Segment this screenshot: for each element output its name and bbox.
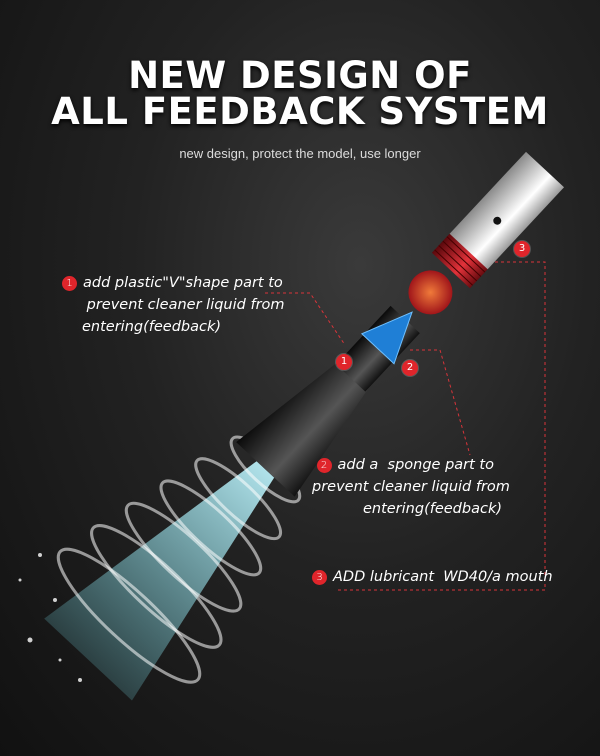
callout-1: 1 add plastic"V"shape part to prevent cle… (62, 272, 285, 338)
droplets (18, 553, 82, 682)
spray-jet (44, 461, 275, 701)
marker-1: 1 (336, 354, 352, 370)
device (44, 151, 565, 701)
leader-line-3 (335, 261, 546, 591)
silver-cylinder (449, 151, 565, 270)
leader-line-2 (410, 349, 471, 456)
callout-1-line-2: prevent cleaner liquid from (82, 297, 285, 313)
headline-line-1: NEW DESIGN OF (128, 54, 472, 97)
callout-2-number: 2 (316, 458, 332, 473)
callout-1-line-1: add plastic"V"shape part to (83, 275, 283, 291)
subtitle: new design, protect the model, use longe… (179, 146, 421, 161)
callout-3-number: 3 (312, 570, 327, 585)
callout-3: 3 ADD lubricant WD40/a mouth (312, 566, 553, 588)
funnel-nozzle (236, 360, 369, 497)
callout-2-line-1: add a sponge part to (337, 457, 494, 473)
callout-2-line-3: entering(feedback) (362, 501, 502, 517)
v-shape-part (360, 311, 413, 365)
callout-1-number: 1 (62, 276, 77, 291)
sponge-part (408, 270, 453, 315)
leader-lines (265, 261, 546, 591)
leader-line-1 (265, 292, 346, 346)
headline-line-2: ALL FEEDBACK SYSTEM (51, 90, 549, 133)
marker-3: 3 (514, 241, 530, 257)
callout-2: 2 add a sponge part to prevent cleaner li… (312, 454, 510, 520)
marker-2: 2 (402, 360, 418, 376)
callout-3-line-1: ADD lubricant WD40/a mouth (333, 569, 553, 585)
callout-2-line-2: prevent cleaner liquid from (312, 479, 510, 495)
headline: NEW DESIGN OF ALL FEEDBACK SYSTEM (0, 54, 600, 133)
red-thread (431, 232, 490, 289)
cylinder-hole (493, 216, 502, 225)
callout-1-line-3: entering(feedback) (82, 319, 222, 335)
